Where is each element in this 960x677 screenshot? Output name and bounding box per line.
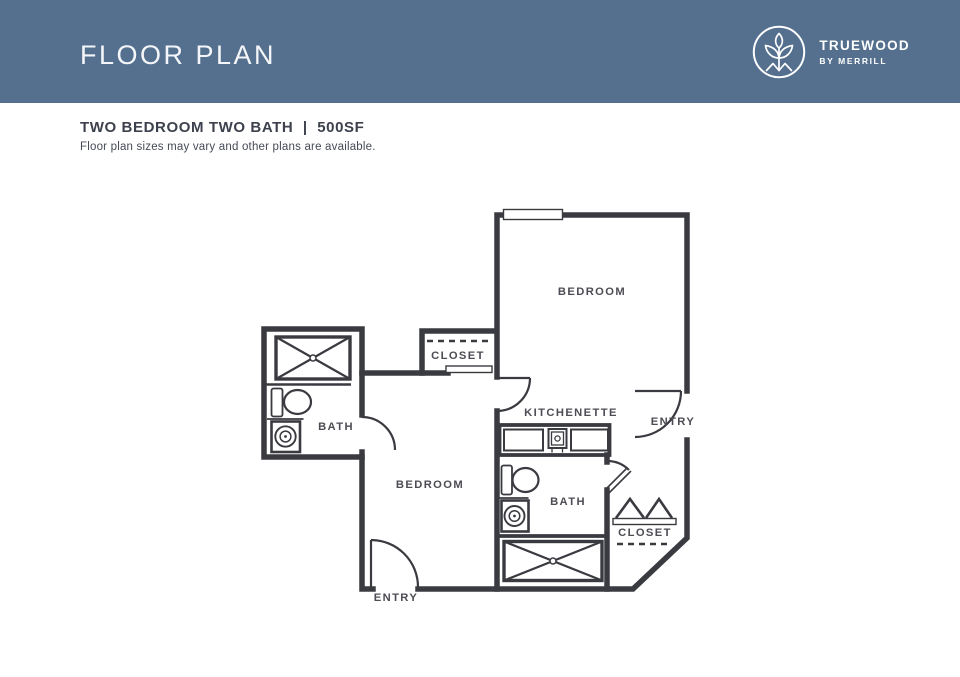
door-bath-middle: [604, 459, 632, 494]
sink-left: [270, 420, 302, 454]
kitchenette-counter: [497, 423, 612, 457]
room-labels: BEDROOM CLOSET KITCHENETTE ENTRY BATH BE…: [318, 286, 696, 604]
shower-top-left: [266, 335, 352, 386]
door-kitchenette: [496, 376, 532, 413]
walls: [261, 212, 690, 592]
room-label-entry-bottom: ENTRY: [374, 592, 419, 604]
room-label-closet-bottom: CLOSET: [618, 527, 672, 539]
shower-bottom: [502, 539, 604, 583]
doors: [361, 339, 683, 588]
door-bath-left: [361, 415, 397, 451]
door-entry-right: [634, 389, 683, 439]
room-label-bedroom-top: BEDROOM: [558, 286, 626, 298]
room-label-entry-right: ENTRY: [651, 416, 696, 428]
plan-title: TWO BEDROOM TWO BATH | 500SF: [80, 119, 365, 136]
brand: TRUEWOOD BY MERRILL: [752, 24, 910, 80]
toilet-middle: [497, 464, 540, 499]
window: [502, 208, 564, 221]
room-label-kitchenette: KITCHENETTE: [524, 407, 618, 419]
brand-byline: BY MERRILL: [819, 56, 888, 66]
header-band: FLOOR PLAN TRUEWOOD BY MERRILL: [0, 0, 960, 103]
room-label-closet-top: CLOSET: [431, 350, 485, 362]
room-label-bedroom-main: BEDROOM: [396, 479, 464, 491]
room-label-bath-left: BATH: [318, 421, 354, 433]
sink-middle: [500, 499, 530, 533]
brand-text: TRUEWOOD BY MERRILL: [819, 38, 910, 66]
door-entry-bottom: [369, 538, 420, 588]
bifold-closet-doors: [612, 496, 677, 546]
brand-name: TRUEWOOD: [819, 38, 910, 53]
sliding-closet-door: [445, 365, 493, 374]
fixtures: [266, 335, 612, 583]
plan-heading: TWO BEDROOM TWO BATH | 500SF Floor plan …: [80, 119, 376, 153]
kitchenette-sink: [547, 428, 568, 453]
sprout-logo-icon: [753, 25, 806, 79]
plan-subtitle: Floor plan sizes may vary and other plan…: [80, 141, 376, 153]
room-label-bath-middle: BATH: [550, 496, 586, 508]
page-title: FLOOR PLAN: [80, 40, 277, 70]
toilet-left: [267, 387, 313, 420]
